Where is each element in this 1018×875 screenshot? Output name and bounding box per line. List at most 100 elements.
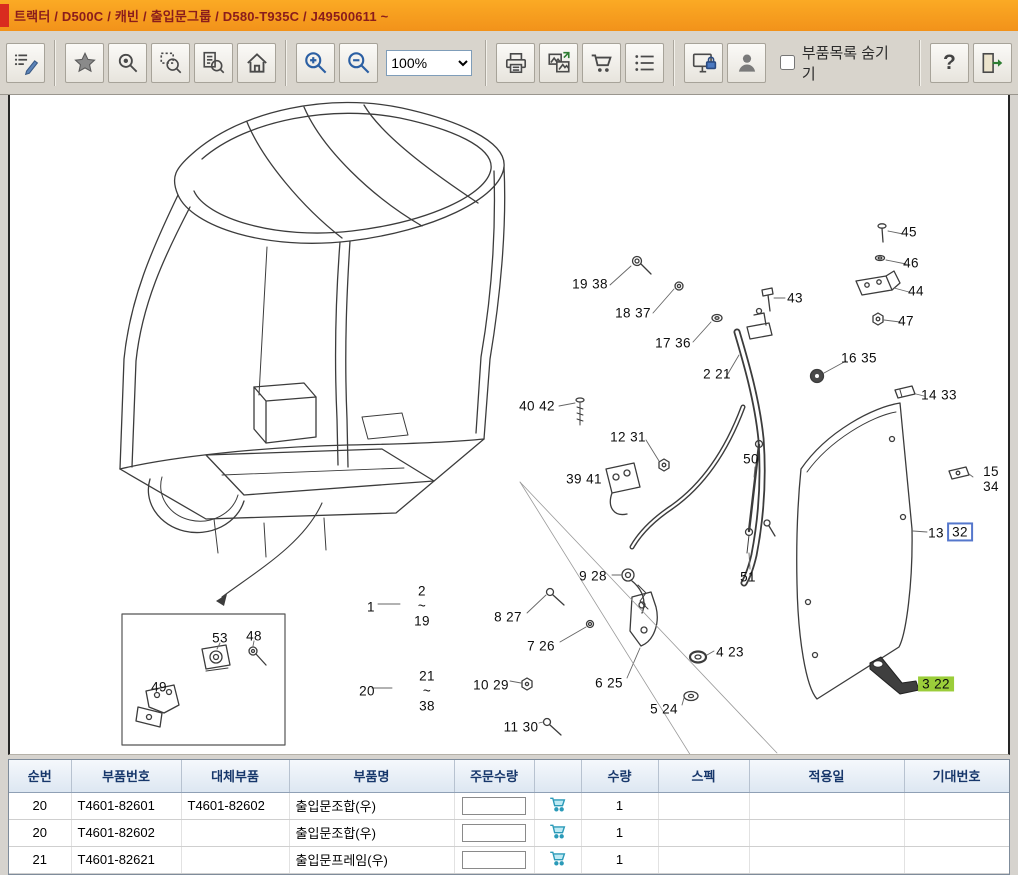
column-header-0: 순번: [9, 760, 71, 792]
part-label-48[interactable]: 48: [246, 628, 262, 643]
part-label-19-38[interactable]: 19 38: [572, 276, 608, 291]
row-cart-icon: [548, 849, 568, 867]
part-label-11-30[interactable]: 11 30: [504, 719, 539, 734]
cell-part-name: 출입문프레임(우): [289, 846, 454, 873]
search-list-button[interactable]: [194, 43, 233, 83]
zoom-in-button[interactable]: [296, 43, 335, 83]
part-label-10-29[interactable]: 10 29: [473, 677, 509, 692]
zoom-select[interactable]: 100%: [386, 50, 472, 76]
part-label-16-35[interactable]: 16 35: [841, 350, 877, 365]
export-image-button[interactable]: [539, 43, 578, 83]
zoom-region-button[interactable]: [151, 43, 190, 83]
cell-expect-no: [904, 792, 1009, 819]
zoom-out-button[interactable]: [339, 43, 378, 83]
part-label-21-38[interactable]: 21 ~ 38: [419, 668, 435, 713]
cell-spec: [658, 792, 749, 819]
user-button[interactable]: [727, 43, 766, 83]
cell-no: 20: [9, 792, 71, 819]
search-gear-icon: [115, 50, 141, 76]
list-view-button[interactable]: [625, 43, 664, 83]
diagram-viewport[interactable]: 45 46 44 47 43 19 38 18 37 17 36 16 35 2 21 14 33 4…: [8, 95, 1010, 755]
column-header-7: 스펙: [658, 760, 749, 792]
part-label-53[interactable]: 53: [212, 630, 228, 645]
cell-spec: [658, 819, 749, 846]
zoom-in-icon: [302, 49, 329, 76]
list-view-icon: [632, 50, 658, 76]
screen-lock-button[interactable]: [684, 43, 723, 83]
star-icon: [72, 50, 98, 76]
cell-qty: 1: [581, 792, 658, 819]
exit-button[interactable]: [973, 43, 1012, 83]
part-label-6-25[interactable]: 6 25: [595, 675, 623, 690]
hide-parts-checkbox[interactable]: [780, 55, 795, 70]
part-label-17-36[interactable]: 17 36: [655, 335, 691, 350]
part-label-9-28[interactable]: 9 28: [579, 568, 607, 583]
toolbar-separator: [919, 40, 921, 86]
column-header-1: 부품번호: [71, 760, 181, 792]
table-header-row: 순번부품번호대체부품부품명주문수량수량스펙적용일기대번호: [9, 760, 1009, 792]
part-label-2-19[interactable]: 2 ~ 19: [414, 583, 430, 628]
part-label-50[interactable]: 50: [743, 451, 759, 466]
cart-icon: [589, 50, 615, 76]
cell-expect-no: [904, 846, 1009, 873]
table-row[interactable]: 20T4601-82601T4601-82602출입문조합(우) 1: [9, 792, 1009, 819]
table-row[interactable]: 21T4601-82621출입문프레임(우) 1: [9, 846, 1009, 873]
part-label-2-21[interactable]: 2 21: [703, 366, 731, 381]
part-label-20[interactable]: 20: [359, 683, 375, 698]
part-label-39-41[interactable]: 39 41: [566, 471, 602, 486]
hide-parts-group: 부품목록 숨기기: [780, 42, 900, 84]
cell-expect-no: [904, 819, 1009, 846]
part-label-18-37[interactable]: 18 37: [615, 305, 651, 320]
parts-list-button[interactable]: [6, 43, 45, 83]
breadcrumb[interactable]: 트랙터 / D500C / 캐빈 / 출입문그룹 / D580-T935C / …: [14, 6, 388, 25]
zoom-region-icon: [158, 50, 184, 76]
part-label-4-23[interactable]: 4 23: [716, 644, 744, 659]
part-label-1[interactable]: 1: [367, 599, 375, 614]
part-label-49[interactable]: 49: [151, 679, 167, 694]
cell-qty: 1: [581, 819, 658, 846]
home-icon: [244, 50, 270, 76]
order-qty-input[interactable]: [462, 851, 526, 869]
part-label-7-26[interactable]: 7 26: [527, 638, 555, 653]
part-label-45[interactable]: 45: [901, 224, 917, 239]
print-button[interactable]: [496, 43, 535, 83]
part-label-40-42[interactable]: 40 42: [519, 398, 555, 413]
cell-part-name: 출입문조합(우): [289, 819, 454, 846]
table-row[interactable]: 20T4601-82602출입문조합(우) 1: [9, 819, 1009, 846]
add-to-cart-button[interactable]: [548, 795, 568, 816]
cell-add-to-cart: [534, 846, 581, 873]
part-label-13[interactable]: 13: [928, 525, 944, 540]
column-header-4: 주문수량: [454, 760, 534, 792]
cell-order-qty: [454, 819, 534, 846]
help-button[interactable]: ?: [930, 43, 969, 83]
part-label-46[interactable]: 46: [903, 255, 919, 270]
favorites-button[interactable]: [65, 43, 104, 83]
order-qty-input[interactable]: [462, 797, 526, 815]
add-to-cart-button[interactable]: [548, 849, 568, 870]
cell-alt-part: T4601-82602: [181, 792, 289, 819]
part-label-43[interactable]: 43: [787, 290, 803, 305]
add-to-cart-button[interactable]: [548, 822, 568, 843]
part-label-14-33[interactable]: 14 33: [921, 387, 957, 402]
part-label-47[interactable]: 47: [898, 313, 914, 328]
part-label-15-34[interactable]: 15 34: [983, 464, 1000, 494]
diagram-labels: 45 46 44 47 43 19 38 18 37 17 36 16 35 2 21 14 33 4…: [10, 95, 1008, 754]
part-label-8-27[interactable]: 8 27: [494, 609, 522, 624]
part-label-32[interactable]: 32: [947, 522, 973, 541]
part-label-3-22[interactable]: 3 22: [918, 676, 954, 691]
part-label-5-24[interactable]: 5 24: [650, 701, 678, 716]
column-header-9: 기대번호: [904, 760, 1009, 792]
user-icon: [734, 50, 760, 76]
zoom-out-icon: [345, 49, 372, 76]
cell-order-qty: [454, 792, 534, 819]
cart-button[interactable]: [582, 43, 621, 83]
part-label-44[interactable]: 44: [908, 283, 924, 298]
home-button[interactable]: [237, 43, 276, 83]
cell-alt-part: [181, 819, 289, 846]
search-parts-button[interactable]: [108, 43, 147, 83]
part-label-51[interactable]: 51: [740, 569, 756, 584]
hide-parts-label: 부품목록 숨기기: [802, 42, 900, 84]
exit-icon: [979, 50, 1005, 76]
order-qty-input[interactable]: [462, 824, 526, 842]
part-label-12-31[interactable]: 12 31: [610, 429, 646, 444]
